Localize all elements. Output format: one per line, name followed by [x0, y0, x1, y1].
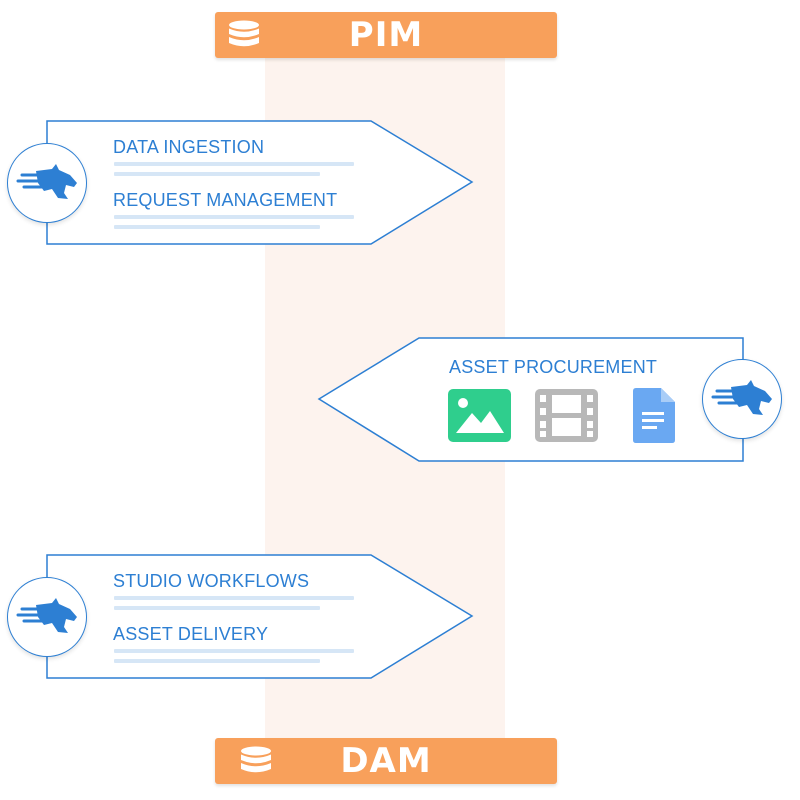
text-rule	[114, 596, 354, 600]
dam-bar: DAM	[215, 738, 557, 784]
item-label-studio-workflows: STUDIO WORKFLOWS	[113, 571, 310, 591]
image-icon	[448, 389, 511, 442]
item-label-asset-delivery: ASSET DELIVERY	[113, 624, 269, 644]
pim-bar: PIM	[215, 12, 557, 58]
text-rule	[114, 606, 320, 610]
database-icon	[229, 20, 259, 47]
text-rule	[114, 172, 320, 176]
film-icon	[535, 389, 598, 442]
text-rule	[114, 225, 320, 229]
horse-head-logo	[16, 598, 77, 633]
item-label-asset-procurement: ASSET PROCUREMENT	[449, 357, 658, 377]
horse-logo-badge	[702, 359, 782, 439]
database-icon	[241, 746, 271, 773]
text-rule	[114, 162, 354, 166]
horse-logo-badge	[7, 577, 87, 657]
horse-head-logo	[711, 380, 772, 415]
text-rule	[114, 649, 354, 653]
text-rule	[114, 215, 354, 219]
horse-head-logo	[16, 164, 77, 199]
document-icon	[633, 388, 675, 443]
text-rule	[114, 659, 320, 663]
pim-label: PIM	[348, 15, 424, 55]
item-label-data-ingestion: DATA INGESTION	[113, 137, 265, 157]
horse-logo-badge	[7, 143, 87, 223]
dam-label: DAM	[340, 741, 432, 781]
item-label-request-management: REQUEST MANAGEMENT	[113, 190, 338, 210]
